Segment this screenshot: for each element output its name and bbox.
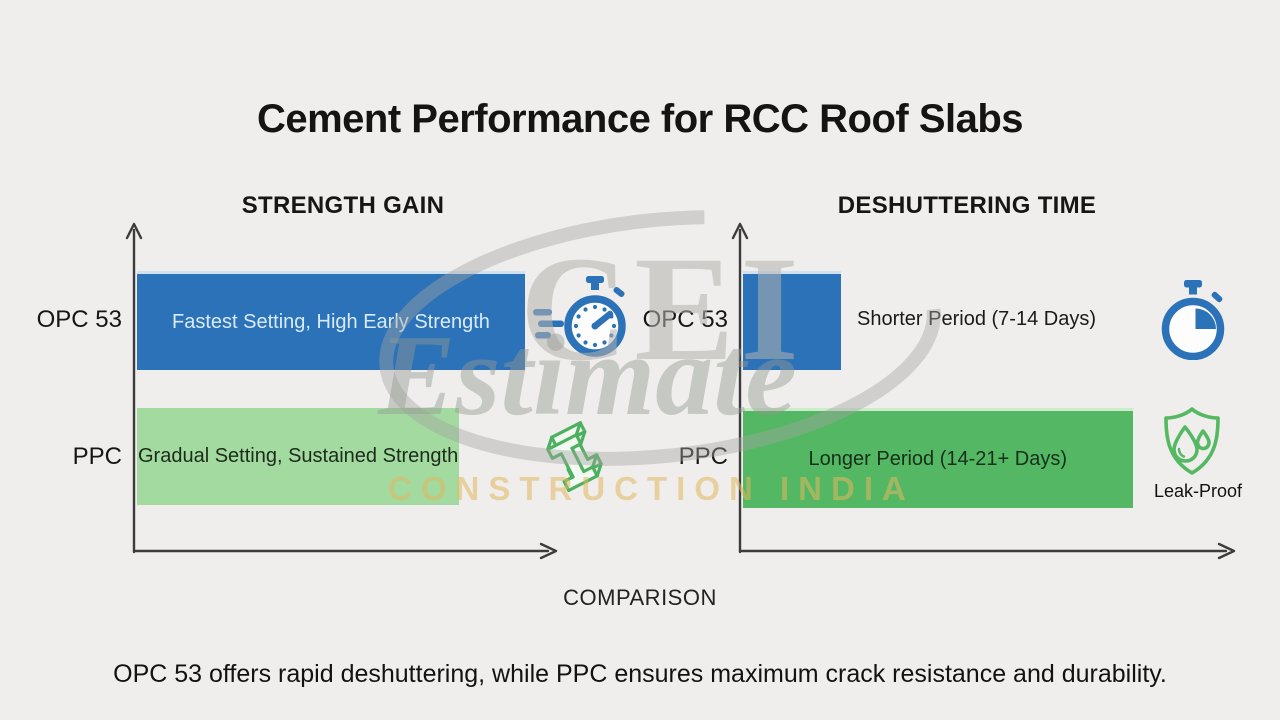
deshuttering-category-opc53: OPC 53 [642, 306, 728, 333]
speed-stopwatch-icon [533, 276, 629, 364]
deshuttering-time-plot: Longer Period (14-21+ Days) [743, 222, 1233, 552]
comparison-axis-label: COMPARISON [563, 585, 717, 610]
strength-gain-title: STRENGTH GAIN [241, 191, 445, 219]
steel-i-beam-icon [535, 414, 611, 508]
deshuttering-time-title: DESHUTTERING TIME [837, 191, 1097, 219]
deshuttering-category-ppc: PPC [678, 443, 728, 470]
leak-proof-caption: Leak-Proof [1153, 481, 1243, 501]
strength-category-opc53: OPC 53 [36, 306, 122, 333]
summary-text: OPC 53 offers rapid deshuttering, while … [113, 660, 1167, 688]
bar-strength-opc53: Fastest Setting, High Early Strength [137, 271, 525, 370]
bar-label: Fastest Setting, High Early Strength [172, 310, 490, 333]
bar-label: Longer Period (14-21+ Days) [808, 448, 1068, 470]
quarter-stopwatch-icon [1160, 280, 1226, 360]
strength-category-ppc: PPC [72, 443, 122, 470]
deshuttering-opc53-label: Shorter Period (7-14 Days) [857, 308, 1096, 330]
bar-label: Gradual Setting, Sustained Strength [138, 445, 459, 467]
bar-deshuttering-opc53 [743, 271, 841, 370]
bar-deshuttering-ppc: Longer Period (14-21+ Days) [743, 408, 1133, 508]
leak-proof-shield-icon [1158, 406, 1226, 478]
page-title: Cement Performance for RCC Roof Slabs [256, 96, 1024, 141]
bar-strength-ppc: Gradual Setting, Sustained Strength [137, 408, 460, 505]
strength-gain-plot: Fastest Setting, High Early Strength Gra… [137, 222, 561, 552]
